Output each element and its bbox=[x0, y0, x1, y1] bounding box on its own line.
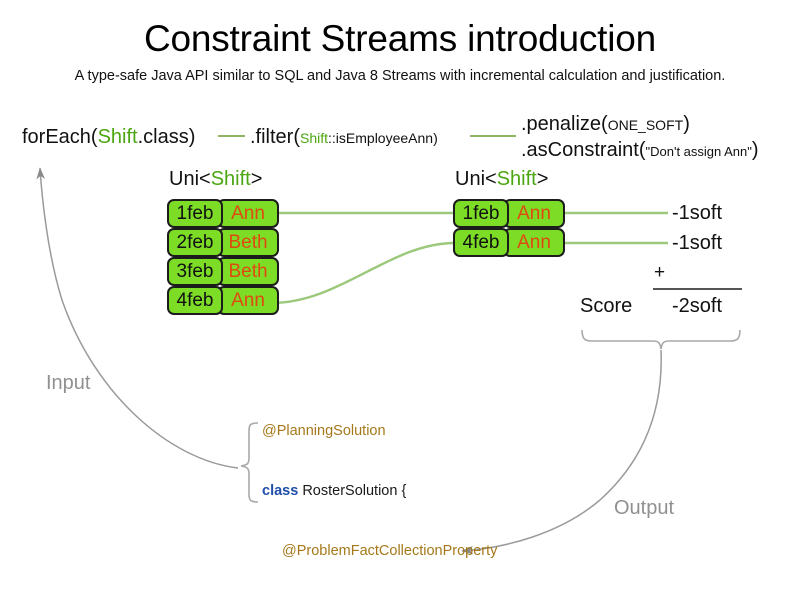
table-row[interactable]: 3feb Beth bbox=[167, 257, 279, 286]
shift-fact-list-input: 1feb Ann 2feb Beth 3feb Beth 4feb Ann bbox=[167, 199, 279, 315]
annotation-problem-fact-collection-property: @ProblemFactCollectionProperty bbox=[282, 543, 498, 559]
shift-date: 4feb bbox=[167, 286, 223, 315]
score-label: Score bbox=[580, 295, 633, 317]
foreach-prefix: forEach( bbox=[22, 126, 98, 148]
score-total-value: -2soft bbox=[672, 295, 723, 317]
uni-left-prefix: Uni< bbox=[169, 168, 211, 190]
table-row[interactable]: 4feb Ann bbox=[167, 286, 279, 315]
asconstraint-argument: "Don't assign Ann" bbox=[645, 144, 752, 159]
shift-employee: Ann bbox=[217, 286, 279, 315]
java-code-block: @PlanningSolution class RosterSolution {… bbox=[262, 381, 508, 600]
connector-match-4 bbox=[271, 241, 456, 305]
stream-step-filter[interactable]: .filter(Shift::isEmployeeAnn) bbox=[250, 126, 438, 149]
table-row[interactable]: 4feb Ann bbox=[453, 228, 565, 257]
shift-employee: Ann bbox=[217, 199, 279, 228]
uni-left-type: Shift bbox=[210, 168, 251, 190]
class-name-rostersolution: RosterSolution { bbox=[298, 483, 407, 499]
shift-employee: Ann bbox=[503, 199, 565, 228]
sum-divider-rule bbox=[653, 288, 742, 290]
shift-fact-list-filtered: 1feb Ann 4feb Ann bbox=[453, 199, 565, 257]
output-annotation-label: Output bbox=[614, 497, 675, 519]
shift-employee: Beth bbox=[217, 257, 279, 286]
uni-right-prefix: Uni< bbox=[455, 168, 497, 190]
table-row[interactable]: 1feb Ann bbox=[453, 199, 565, 228]
uni-type-label-right: Uni<Shift> bbox=[455, 168, 548, 191]
shift-employee: Ann bbox=[503, 228, 565, 257]
keyword-class: class bbox=[262, 483, 299, 499]
uni-type-label-left: Uni<Shift> bbox=[169, 168, 262, 191]
table-row[interactable]: 2feb Beth bbox=[167, 228, 279, 257]
annotation-planning-solution: @PlanningSolution bbox=[262, 423, 386, 439]
page-title: Constraint Streams introduction bbox=[143, 18, 657, 59]
asconstraint-prefix: .asConstraint( bbox=[521, 139, 646, 161]
filter-type: Shift bbox=[300, 130, 329, 146]
shift-date: 2feb bbox=[167, 228, 223, 257]
asconstraint-suffix: ) bbox=[751, 139, 759, 161]
code-line-class-declaration: class RosterSolution { bbox=[262, 481, 508, 501]
sum-operator: + bbox=[654, 262, 666, 283]
filter-prefix: .filter( bbox=[250, 126, 300, 148]
stream-step-asconstraint[interactable]: .asConstraint("Don't assign Ann") bbox=[521, 139, 759, 162]
penalize-suffix: ) bbox=[683, 113, 690, 135]
stream-step-foreach[interactable]: forEach(Shift.class) bbox=[22, 126, 195, 149]
penalty-value-2: -1soft bbox=[672, 232, 723, 254]
stream-step-penalize[interactable]: .penalize(ONE_SOFT) bbox=[521, 113, 690, 136]
code-line-planning-solution-annotation: @PlanningSolution bbox=[262, 421, 508, 441]
shift-date: 1feb bbox=[453, 199, 509, 228]
code-fields-brace bbox=[240, 422, 259, 503]
uni-left-suffix: > bbox=[250, 168, 263, 190]
shift-date: 4feb bbox=[453, 228, 509, 257]
penalty-value-1: -1soft bbox=[672, 202, 723, 224]
foreach-suffix: .class) bbox=[137, 126, 196, 148]
shift-date: 3feb bbox=[167, 257, 223, 286]
filter-suffix: ::isEmployeeAnn) bbox=[328, 130, 438, 146]
score-brace bbox=[581, 329, 741, 350]
penalize-argument: ONE_SOFT bbox=[607, 117, 684, 133]
foreach-type: Shift bbox=[97, 126, 138, 148]
uni-right-type: Shift bbox=[496, 168, 537, 190]
shift-employee: Beth bbox=[217, 228, 279, 257]
code-line-problemfact-annotation: @ProblemFactCollectionProperty bbox=[262, 541, 508, 561]
uni-right-suffix: > bbox=[536, 168, 549, 190]
shift-date: 1feb bbox=[167, 199, 223, 228]
page-subtitle: A type-safe Java API similar to SQL and … bbox=[74, 68, 726, 84]
table-row[interactable]: 1feb Ann bbox=[167, 199, 279, 228]
penalize-prefix: .penalize( bbox=[521, 113, 608, 135]
input-annotation-label: Input bbox=[46, 372, 91, 394]
